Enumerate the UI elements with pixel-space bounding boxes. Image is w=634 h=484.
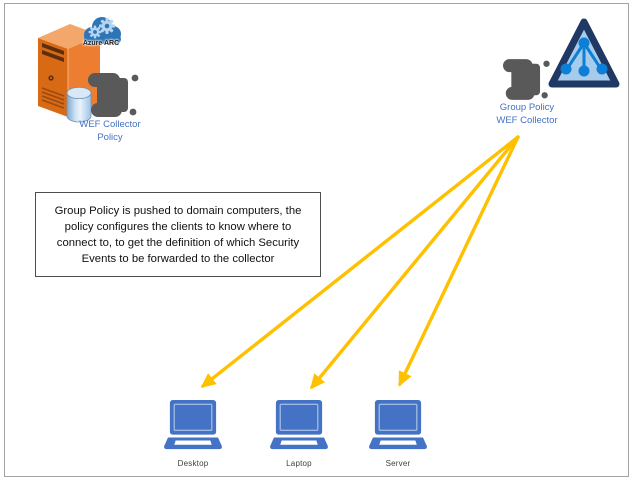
domain-triangle-icon [548,18,620,88]
laptop-icon [164,400,222,450]
database-icon [66,87,92,123]
device-label: Desktop [177,459,209,468]
note-line: Group Policy is pushed to domain compute… [54,204,302,217]
laptop-icon [369,400,427,450]
note-line: connect to, to get the definition of whi… [56,236,300,249]
device-server: Server [365,400,431,468]
group-policy-label-line1: Group Policy [499,102,555,113]
arrow-to-laptop [310,135,520,390]
note-line: policy configures the clients to know wh… [64,220,292,233]
device-laptop: Laptop [266,400,332,468]
arrow-to-desktop [200,135,520,388]
azure-arc-badge-label: Azure ARC [82,40,120,47]
collector-label: WEF Collector Policy [58,118,162,144]
collector-label-line1: WEF Collector [79,119,141,130]
device-label: Laptop [286,459,312,468]
azure-arc-cloud-icon [84,17,121,44]
group-policy-scroll-icon [503,59,550,100]
group-policy-label-line2: WEF Collector [496,115,558,126]
note-box: Group Policy is pushed to domain compute… [35,192,321,277]
device-label: Server [385,459,411,468]
device-desktop: Desktop [160,400,226,468]
note-line: Events to be forwarded to the collector [81,252,275,265]
arrow-to-server [398,135,520,387]
collector-label-line2: Policy [97,132,123,143]
group-policy-label: Group Policy WEF Collector [465,101,589,127]
laptop-icon [270,400,328,450]
gear-icon [88,18,115,39]
policy-scroll-icon [88,73,139,117]
